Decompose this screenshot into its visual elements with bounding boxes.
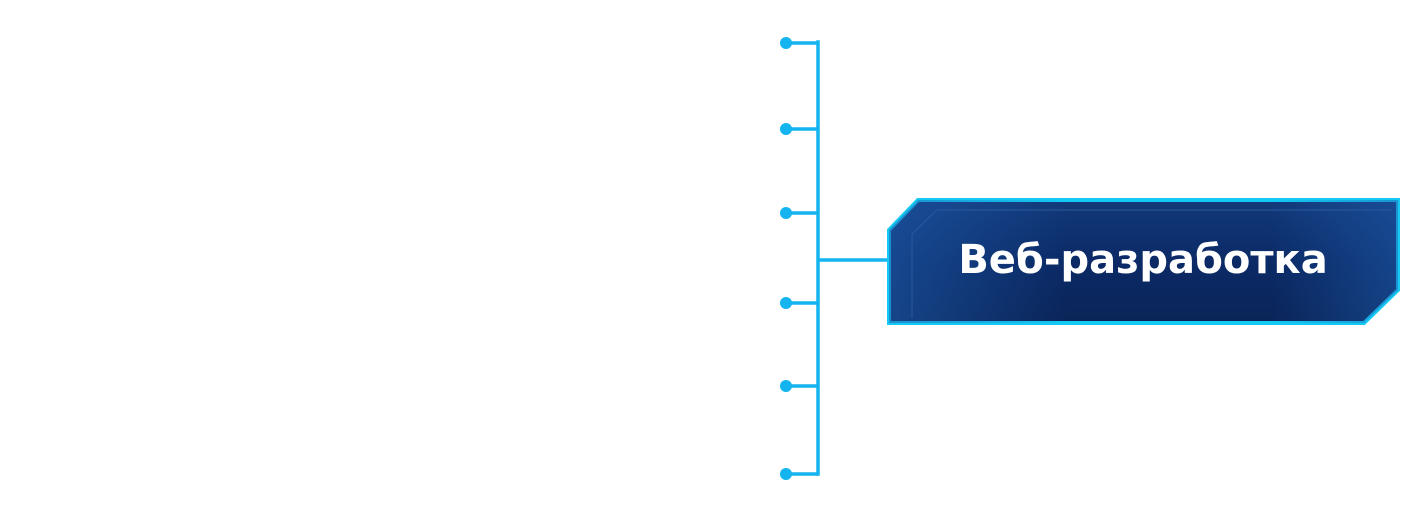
connector-endpoint-dot (780, 380, 792, 392)
node-inner-bevel (911, 209, 1392, 318)
node-label: Веб-разработка (958, 237, 1327, 283)
node-web-development[interactable]: Веб-разработка (887, 198, 1400, 325)
connector-branches (780, 37, 818, 480)
connector-endpoint-dot (780, 37, 792, 49)
connector-endpoint-dot (780, 297, 792, 309)
connector-endpoint-dot (780, 207, 792, 219)
connector-tree (780, 37, 890, 480)
connector-endpoint-dot (780, 468, 792, 480)
connector-endpoint-dot (780, 123, 792, 135)
node-inner-glow (889, 200, 1398, 323)
